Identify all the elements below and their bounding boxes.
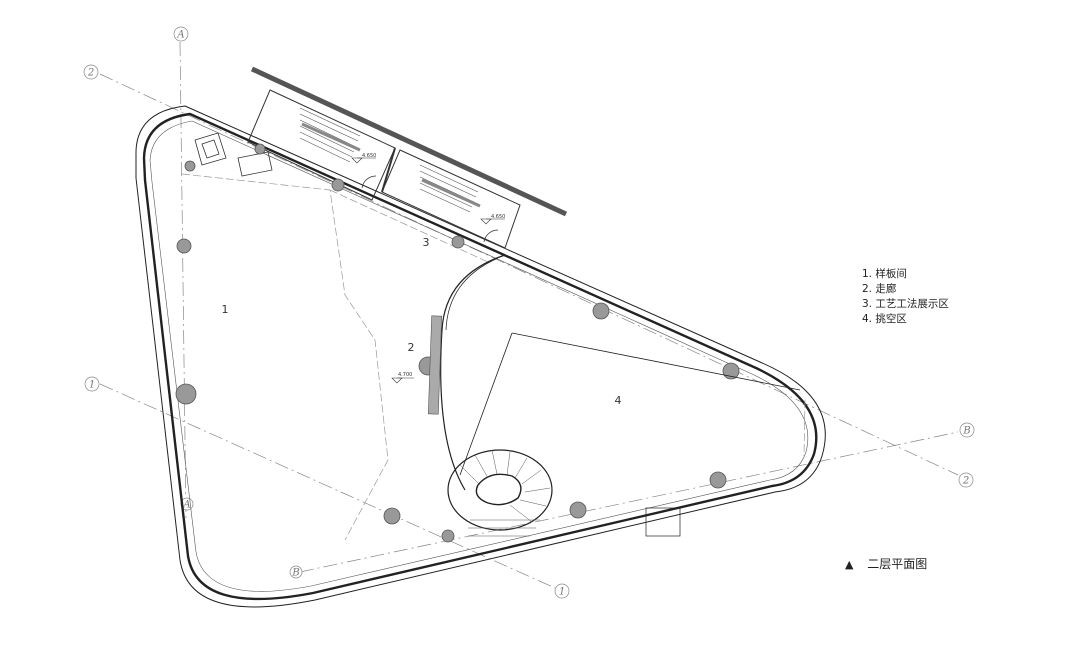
zone-label-4: 4 xyxy=(615,394,622,407)
axis-lines xyxy=(99,41,959,589)
zone-label-3: 3 xyxy=(423,236,430,249)
axis-bubble-a-top: A xyxy=(173,26,189,42)
building-outline xyxy=(135,105,826,608)
axis-bubble-1-left: 1 xyxy=(84,376,100,392)
legend-item-3: 3. 工艺工法展示区 xyxy=(862,298,949,310)
drawing-title: 二层平面图 xyxy=(867,557,928,571)
zone-label-1: 1 xyxy=(222,303,229,316)
axis-bubble-2-left: 2 xyxy=(83,64,99,80)
elevation-4650-a: 4.650 xyxy=(362,153,376,159)
svg-text:A: A xyxy=(182,500,190,511)
elevation-markers: 4.650 4.650 4.700 xyxy=(351,153,505,384)
axis-bubble-2-right: 2 xyxy=(958,472,974,488)
axis-bubbles: A 2 1 A B 1 B 2 xyxy=(83,26,975,599)
svg-text:1: 1 xyxy=(559,587,565,598)
axis-bubble-1-bottom: 1 xyxy=(554,583,570,599)
svg-text:2: 2 xyxy=(87,68,94,79)
legend-item-4: 4. 挑空区 xyxy=(862,313,907,325)
zone-labels: 1 2 3 4 xyxy=(222,236,622,407)
axis-bubble-b-inner: B xyxy=(289,565,303,579)
legend-item-1: 1. 样板间 xyxy=(862,268,907,280)
void-and-spiral-stair xyxy=(427,254,801,537)
zone-label-2: 2 xyxy=(408,341,415,354)
svg-text:B: B xyxy=(291,568,299,579)
svg-text:2: 2 xyxy=(962,476,969,487)
axis-bubble-b-right: B xyxy=(959,422,975,438)
drawing-caption: ▲ 二层平面图 xyxy=(845,555,927,572)
interior-dashed-lines xyxy=(181,173,806,541)
svg-text:1: 1 xyxy=(89,380,95,391)
legend: 1. 样板间 2. 走廊 3. 工艺工法展示区 4. 挑空区 xyxy=(862,267,949,327)
columns xyxy=(175,143,740,543)
svg-text:A: A xyxy=(176,30,184,41)
elevation-4700: 4.700 xyxy=(398,372,412,378)
stair-cores xyxy=(247,66,568,249)
legend-item-2: 2. 走廊 xyxy=(862,283,897,295)
svg-text:B: B xyxy=(962,426,970,437)
elevation-4650-b: 4.650 xyxy=(491,214,505,220)
triangle-icon: ▲ xyxy=(845,558,854,571)
